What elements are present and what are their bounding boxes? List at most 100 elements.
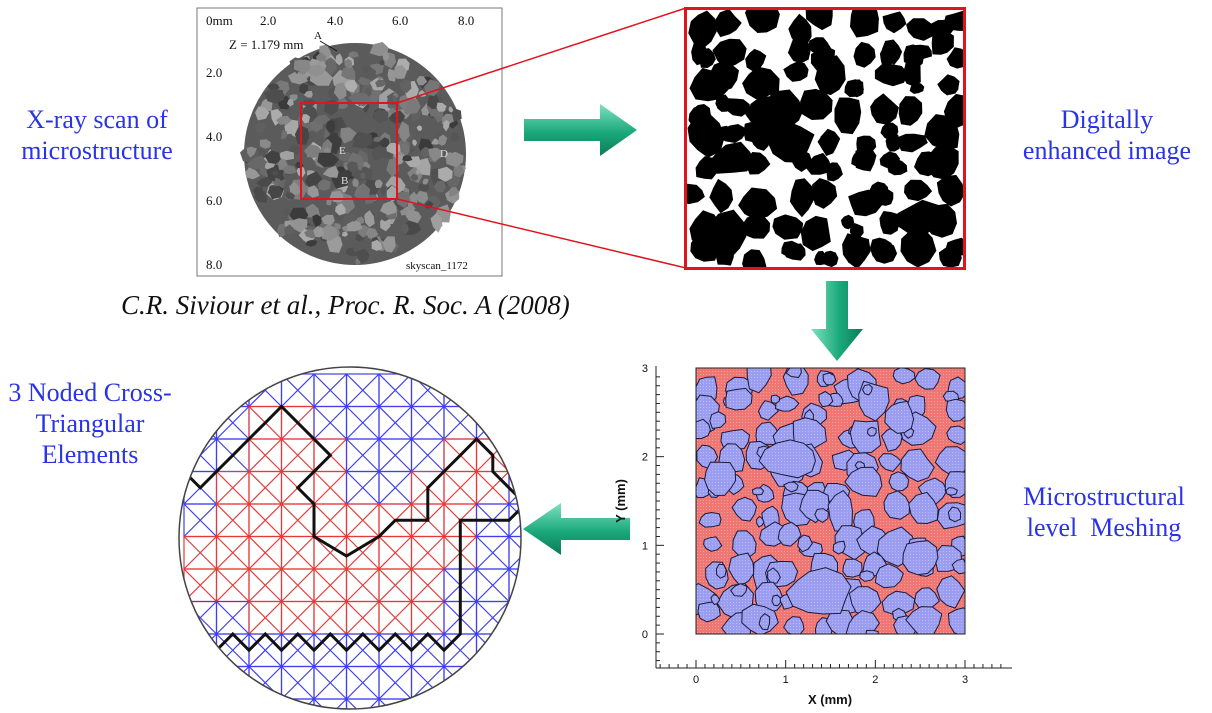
- scan-marker-b: B: [341, 175, 348, 187]
- scan-grain: [344, 58, 353, 69]
- mesh-grain: [770, 394, 781, 404]
- mesh-grain: [814, 508, 829, 523]
- enhanced-grain: [715, 8, 742, 38]
- enhanced-grain: [742, 66, 780, 100]
- scan-grain: [371, 144, 387, 161]
- mesh-grain: [848, 586, 882, 617]
- enhanced-grain: [712, 38, 747, 69]
- scan-grain: [348, 51, 360, 58]
- arrow-right: [524, 104, 637, 156]
- mesh-cell: [475, 373, 510, 408]
- scan-grain: [422, 178, 429, 185]
- mesh-grain: [832, 540, 846, 555]
- citation: C.R. Siviour et al., Proc. R. Soc. A (20…: [121, 290, 570, 320]
- scan-grain: [267, 185, 282, 198]
- enhanced-grain: [924, 114, 960, 151]
- mesh-cell: [508, 405, 521, 440]
- scan-grain: [307, 185, 319, 198]
- scan-grain: [412, 139, 418, 146]
- scan-grain: [340, 127, 357, 144]
- label-xray-scan: X-ray scan of microstructure: [4, 104, 190, 166]
- enhanced-grain: [800, 88, 833, 120]
- scan-grain: [400, 142, 410, 157]
- enhanced-grain: [772, 214, 804, 240]
- scan-grain: [335, 53, 343, 66]
- enhanced-grain: [925, 144, 959, 180]
- enhanced-grain: [741, 215, 771, 239]
- mesh-grain: [874, 563, 904, 589]
- scan-grain: [374, 179, 383, 189]
- scan-grain: [450, 132, 460, 142]
- enhanced-grain: [800, 215, 831, 252]
- zoom-region-box: [300, 102, 398, 200]
- mesh-cell: [248, 698, 283, 709]
- mesh-cell: [183, 405, 218, 440]
- scan-grain: [379, 186, 387, 196]
- mesh-grain: [866, 426, 877, 437]
- mesh-cell: [215, 698, 250, 709]
- scan-left-tick: 8.0: [206, 257, 222, 272]
- enhanced-grain: [882, 39, 903, 65]
- scan-grain: [282, 165, 297, 175]
- scan-grain: [407, 191, 418, 205]
- mesh-grain: [751, 487, 765, 496]
- scan-grain: [357, 248, 370, 264]
- label-line: Microstructural: [1023, 482, 1185, 511]
- enhanced-grain: [723, 98, 750, 117]
- enhanced-grain: [783, 61, 809, 82]
- scan-grain: [320, 224, 338, 241]
- x-tick-label: 2: [872, 674, 878, 686]
- scan-grain: [305, 239, 318, 247]
- material-boundary: [182, 404, 521, 653]
- enhanced-grain: [840, 214, 855, 230]
- arrow-down: [811, 281, 863, 361]
- scan-grain: [246, 155, 267, 170]
- enhanced-grain: [826, 162, 843, 182]
- mesh-grain: [888, 471, 910, 492]
- mesh-grain: [771, 594, 781, 607]
- scan-grain: [274, 177, 282, 187]
- enhanced-grain: [834, 97, 862, 135]
- scan-grain: [398, 121, 410, 143]
- scan-grain: [307, 65, 326, 77]
- mesh-cell: [183, 665, 218, 700]
- mesh-grain: [865, 629, 879, 634]
- scan-grain: [386, 155, 399, 177]
- scan-marker-a: A: [314, 30, 322, 42]
- mesh-cell: [508, 633, 521, 668]
- mesh-grain: [945, 487, 959, 496]
- scan-grain: [431, 138, 439, 145]
- enhanced-grain: [897, 133, 928, 153]
- y-tick-label: 0: [642, 629, 648, 641]
- scan-top-tick: 2.0: [260, 13, 276, 28]
- mesh-cell: [443, 373, 478, 408]
- mesh-cell: [508, 535, 521, 570]
- scan-grain: [453, 164, 465, 178]
- scan-top-tick: 0mm: [206, 13, 233, 28]
- enhanced-grain: [791, 150, 813, 172]
- scan-grain: [399, 79, 412, 94]
- scan-grain: [277, 223, 287, 238]
- enhanced-grain: [842, 233, 871, 270]
- mesh-grain: [703, 536, 723, 552]
- enhanced-grain: [814, 250, 826, 266]
- enhanced-grain: [820, 131, 837, 150]
- scan-grain: [282, 209, 291, 216]
- mesh-grain: [785, 567, 852, 615]
- enhanced-grain: [853, 41, 876, 68]
- scan-left-tick: 6.0: [206, 193, 222, 208]
- scan-grain: [263, 89, 285, 104]
- enhanced-grain: [900, 228, 937, 268]
- mesh-grain: [797, 534, 813, 553]
- mesh-cell: [183, 698, 218, 709]
- mesh-grain: [758, 439, 817, 479]
- mesh-grain: [758, 612, 771, 631]
- scan-grain: [375, 79, 387, 88]
- scan-grain: [405, 209, 422, 224]
- scan-grain: [290, 218, 308, 233]
- enhanced-grain: [874, 64, 909, 87]
- mesh-grain: [945, 398, 965, 422]
- scan-grain: [357, 77, 372, 85]
- enhanced-grain: [688, 10, 717, 49]
